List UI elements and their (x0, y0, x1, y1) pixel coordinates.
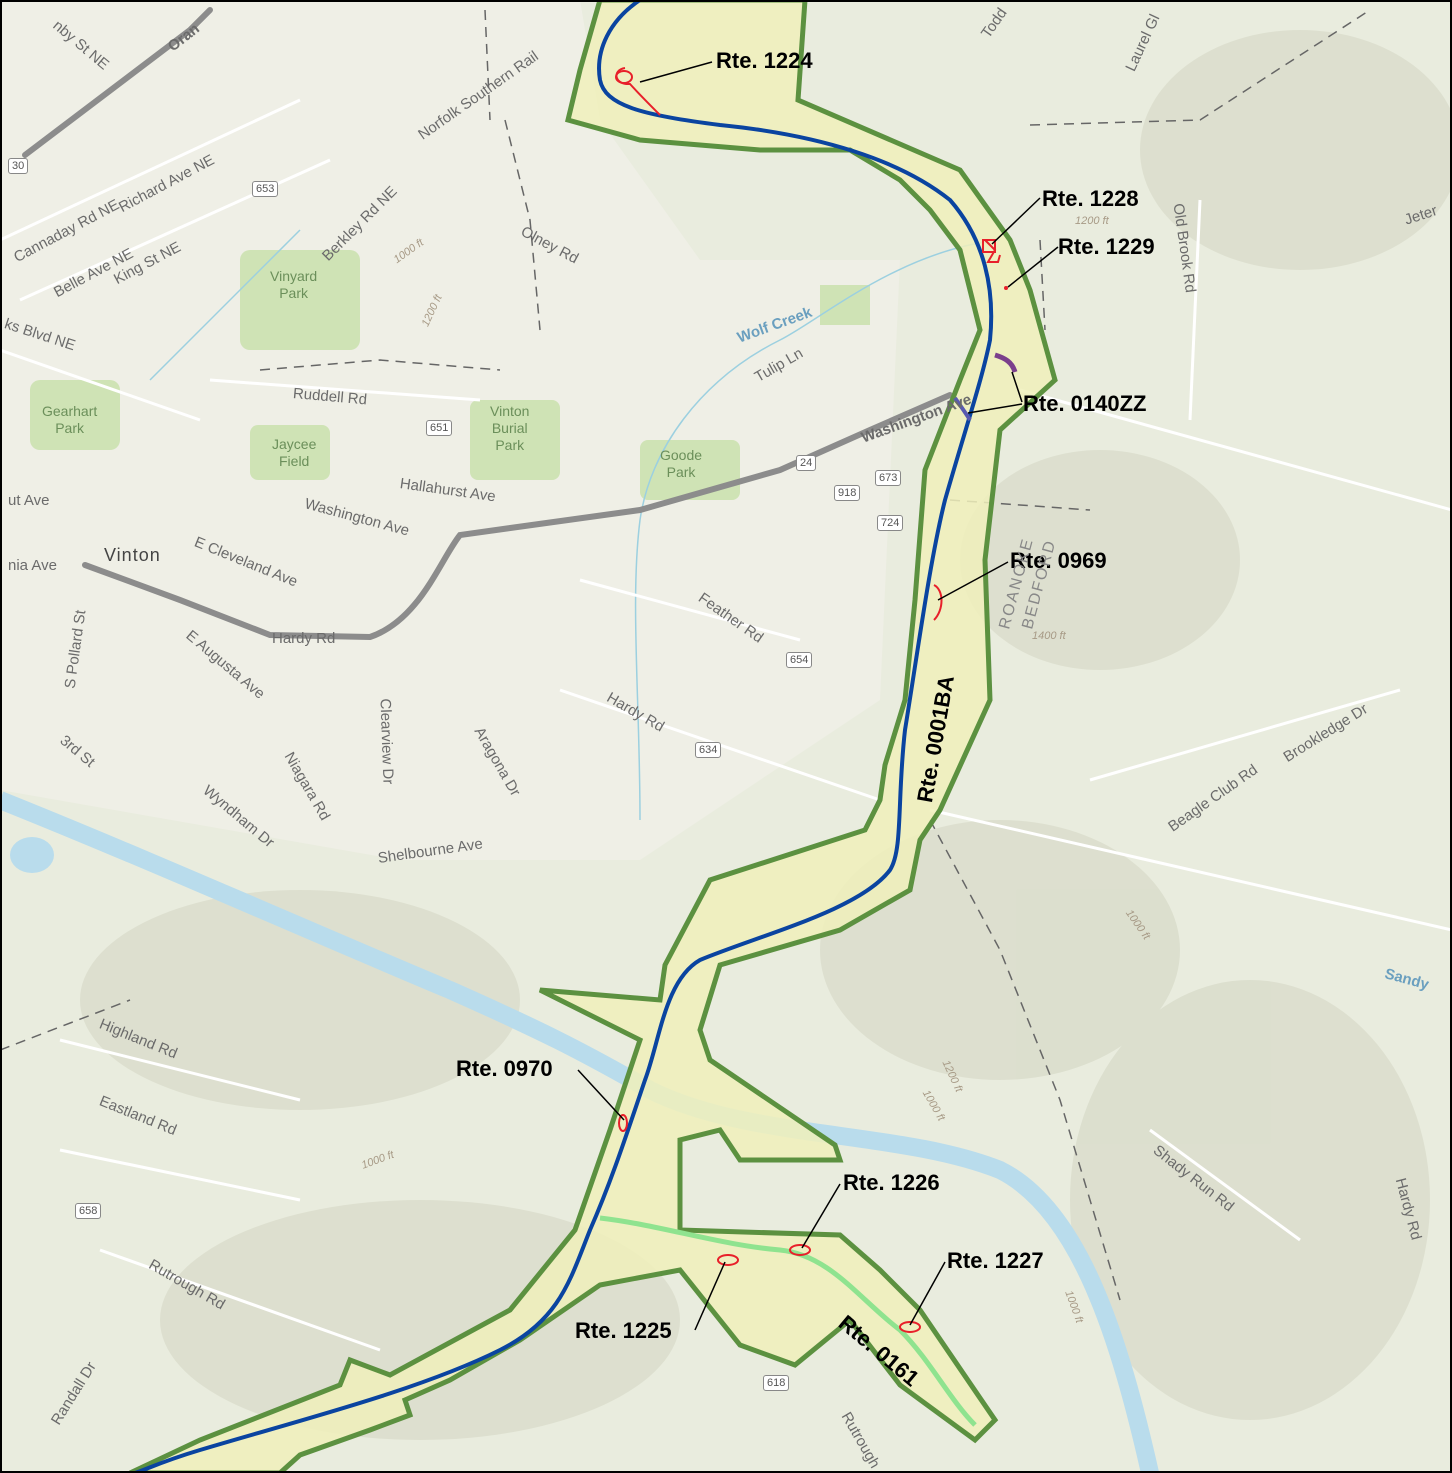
route-shield: 618 (763, 1375, 790, 1391)
street-label: ut Ave (8, 492, 50, 509)
label-rte-1226: Rte. 1226 (843, 1170, 940, 1195)
label-rte-0970: Rte. 0970 (456, 1056, 553, 1081)
label-rte-0140zz: Rte. 0140ZZ (1023, 391, 1147, 416)
minor-streets (0, 98, 1452, 1352)
label-rte-1224: Rte. 1224 (716, 48, 813, 73)
highways (22, 7, 953, 641)
label-rte-1227: Rte. 1227 (947, 1248, 1044, 1273)
contour-label: 1200 ft (1075, 215, 1109, 227)
route-shield: 673 (875, 470, 902, 486)
street-label: nia Ave (8, 557, 57, 574)
route-shield: 24 (796, 455, 817, 471)
parks (30, 250, 870, 500)
street-label: Hardy Rd (272, 630, 336, 647)
route-shield: 918 (834, 485, 861, 501)
route-0140zz-segment-2 (953, 396, 972, 422)
route-shield: 651 (426, 420, 453, 436)
route-shield: 30 (8, 158, 29, 174)
route-1229-point (1004, 286, 1008, 290)
route-0140zz-segment-1 (994, 352, 1018, 373)
label-rte-0969: Rte. 0969 (1010, 548, 1107, 573)
town-label-vinton: Vinton (104, 545, 161, 565)
park-label-jaycee: Jaycee Field (272, 436, 317, 469)
park-label-goode: Goode Park (660, 447, 703, 480)
park-label-gearhart: Gearhart Park (42, 403, 98, 436)
route-0161-line (599, 1215, 977, 1427)
route-shield: 654 (786, 652, 813, 668)
pond (10, 837, 54, 873)
study-buffer-area (128, 0, 1058, 1473)
street-label: Clearview Dr (376, 698, 397, 785)
park-label-vinton-burial: Vinton Burial Park (490, 403, 530, 453)
creeks (149, 229, 1001, 821)
route-shield: 724 (877, 515, 904, 531)
leader-lines (577, 61, 1059, 1331)
route-shield: 634 (695, 742, 722, 758)
park-label-vinyard: Vinyard Park (270, 268, 318, 301)
route-shield: 653 (252, 181, 279, 197)
label-rte-1225: Rte. 1225 (575, 1318, 672, 1343)
contour-label: 1400 ft (1032, 630, 1066, 642)
red-features (615, 67, 1001, 1333)
label-rte-1228: Rte. 1228 (1042, 186, 1139, 211)
route-shield: 658 (75, 1203, 102, 1219)
label-rte-1229: Rte. 1229 (1058, 234, 1155, 259)
route-0001ba-parkway (134, 0, 994, 1473)
